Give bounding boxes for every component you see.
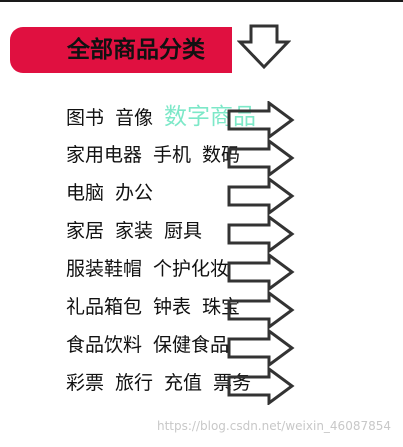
category-link[interactable]: 个护化妆: [153, 258, 230, 280]
category-link[interactable]: 家居: [66, 220, 105, 242]
category-row: 食品饮料保健食品: [0, 326, 403, 367]
category-link[interactable]: 旅行: [115, 372, 154, 394]
category-link[interactable]: 钟表: [153, 296, 192, 318]
category-row-links: 礼品箱包钟表珠宝: [66, 288, 251, 326]
category-link[interactable]: 办公: [115, 182, 154, 204]
category-link[interactable]: 音像: [115, 107, 154, 129]
category-link[interactable]: 电脑: [66, 182, 105, 204]
arrow-right-icon: [227, 367, 295, 405]
arrow-right-icon: [227, 329, 295, 367]
all-categories-header[interactable]: 全部商品分类: [10, 27, 232, 73]
category-row-links: 图书音像数字商品: [66, 98, 267, 137]
category-row: 彩票旅行充值票务: [0, 364, 403, 405]
top-rule: [0, 0, 403, 2]
category-row: 家居家装厨具: [0, 212, 403, 253]
category-row: 图书音像数字商品: [0, 98, 403, 139]
watermark: https://blog.csdn.net/weixin_46087854: [156, 419, 391, 433]
arrow-right-icon: [227, 253, 295, 291]
category-row: 电脑办公: [0, 174, 403, 215]
category-link[interactable]: 厨具: [164, 220, 203, 242]
category-row-links: 食品饮料保健食品: [66, 326, 240, 364]
chevron-down-icon: [237, 24, 291, 70]
category-link[interactable]: 手机: [153, 144, 192, 166]
arrow-right-icon: [227, 101, 295, 139]
category-link[interactable]: 彩票: [66, 372, 105, 394]
category-link[interactable]: 保健食品: [153, 334, 230, 356]
arrow-right-icon: [227, 177, 295, 215]
category-row: 家用电器手机数码: [0, 136, 403, 177]
category-link[interactable]: 家装: [115, 220, 154, 242]
category-link[interactable]: 图书: [66, 107, 105, 129]
arrow-right-icon: [227, 215, 295, 253]
category-row-links: 家居家装厨具: [66, 212, 213, 250]
category-link[interactable]: 家用电器: [66, 144, 143, 166]
category-menu: 图书音像数字商品家用电器手机数码电脑办公家居家装厨具服装鞋帽个护化妆礼品箱包钟表…: [0, 98, 403, 405]
arrow-right-icon: [227, 291, 295, 329]
arrow-right-icon: [227, 139, 295, 177]
category-row-links: 彩票旅行充值票务: [66, 364, 262, 402]
category-link[interactable]: 数字商品: [164, 104, 257, 130]
header-title: 全部商品分类: [67, 37, 205, 63]
category-link[interactable]: 礼品箱包: [66, 296, 143, 318]
category-row-links: 服装鞋帽个护化妆: [66, 250, 240, 288]
category-row-links: 电脑办公: [66, 174, 164, 212]
category-row: 服装鞋帽个护化妆: [0, 250, 403, 291]
category-link[interactable]: 充值: [164, 372, 203, 394]
category-link[interactable]: 服装鞋帽: [66, 258, 143, 280]
category-row: 礼品箱包钟表珠宝: [0, 288, 403, 329]
category-row-links: 家用电器手机数码: [66, 136, 251, 174]
category-link[interactable]: 食品饮料: [66, 334, 143, 356]
